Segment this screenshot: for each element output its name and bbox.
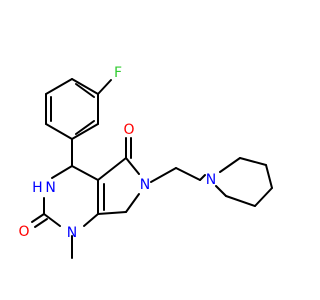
bond — [34, 218, 48, 228]
bond — [75, 83, 95, 98]
bond — [43, 213, 61, 227]
bond — [31, 213, 45, 223]
bond-layer — [31, 78, 273, 259]
bond — [254, 187, 273, 207]
piperidine-nitrogen-label: N — [206, 172, 216, 188]
ketone-oxygen-label: O — [123, 122, 134, 138]
bond — [225, 195, 256, 207]
urea-oxygen-label: O — [18, 224, 29, 240]
bond — [97, 157, 127, 181]
bond — [71, 123, 99, 140]
bond — [71, 165, 99, 181]
bond — [175, 167, 201, 181]
bond — [125, 157, 140, 175]
bond — [83, 213, 99, 227]
bond — [265, 164, 273, 189]
molecule-structure: F O H N N N O N — [18, 65, 273, 259]
bond — [199, 174, 206, 181]
bond — [215, 185, 227, 197]
bond — [97, 79, 112, 95]
bond — [125, 193, 140, 213]
bond — [239, 157, 267, 166]
methyl-nitrogen-label: N — [67, 225, 77, 241]
atom-labels: F O H N N N O N — [18, 65, 216, 241]
lactam-nitrogen-label: N — [140, 177, 150, 193]
bond — [150, 167, 177, 183]
bond — [219, 157, 241, 173]
nh-nitrogen-label: H N — [32, 180, 56, 196]
bond — [71, 78, 99, 95]
bond — [51, 165, 73, 179]
bond — [45, 78, 73, 95]
bond — [75, 120, 95, 135]
bond — [97, 211, 127, 215]
bond — [45, 123, 73, 140]
fluorine-label: F — [114, 65, 122, 81]
